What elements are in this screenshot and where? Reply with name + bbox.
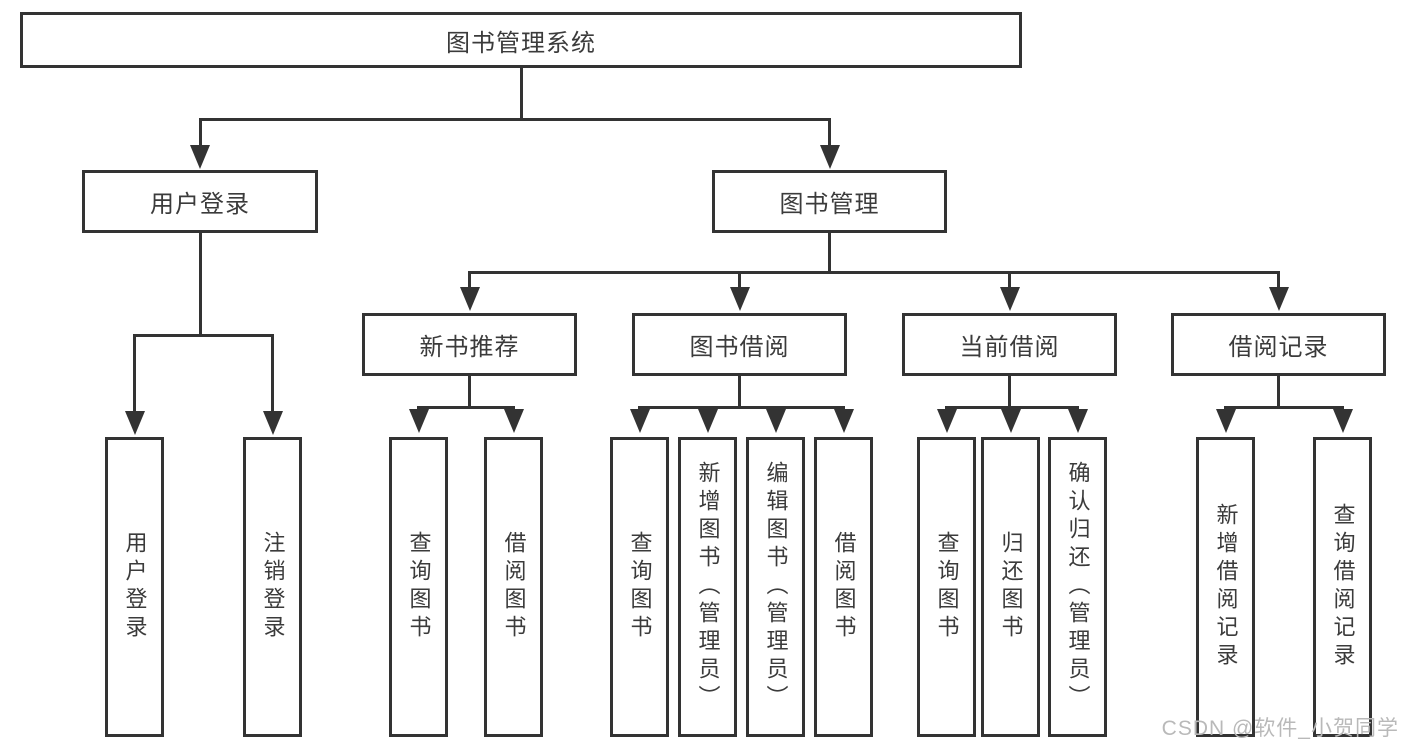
leaf-confirm-return-admin: 确认归还（管理员）	[1048, 437, 1107, 737]
connector-line	[468, 271, 471, 288]
connector-line	[133, 334, 274, 337]
connector-line	[468, 376, 471, 409]
leaf-query-books-recommend: 查询图书	[389, 437, 448, 737]
leaf-logout: 注销登录	[243, 437, 302, 737]
arrowhead-icon	[124, 411, 145, 435]
connector-line	[468, 271, 1280, 274]
leaf-borrow-books-borrowing: 借阅图书	[814, 437, 873, 737]
arrowhead-icon	[503, 409, 524, 433]
leaf-label: 编辑图书（管理员）	[763, 461, 789, 713]
leaf-add-books-admin: 新增图书（管理员）	[678, 437, 737, 737]
csdn-watermark: CSDN @软件_小贺同学	[1161, 717, 1399, 740]
leaf-label: 新增图书（管理员）	[695, 461, 721, 713]
arrowhead-icon	[1067, 409, 1088, 433]
connector-line	[417, 406, 515, 409]
arrowhead-icon	[1215, 409, 1236, 433]
connector-line	[945, 406, 1079, 409]
leaf-label: 归还图书	[998, 531, 1024, 643]
connector-line	[828, 233, 831, 274]
arrowhead-icon	[1000, 409, 1021, 433]
leaf-query-books-current: 查询图书	[917, 437, 976, 737]
arrowhead-icon	[729, 287, 750, 311]
leaf-label: 借阅图书	[831, 531, 857, 643]
arrowhead-icon	[765, 409, 786, 433]
arrowhead-icon	[819, 145, 840, 169]
connector-line	[738, 376, 741, 409]
connector-line	[738, 271, 741, 288]
arrowhead-icon	[459, 287, 480, 311]
arrowhead-icon	[936, 409, 957, 433]
leaf-label: 查询图书	[627, 531, 653, 643]
node-current-borrowing: 当前借阅	[902, 313, 1117, 376]
connector-line	[519, 68, 523, 120]
leaf-user-login: 用户登录	[105, 437, 164, 737]
arrowhead-icon	[629, 409, 650, 433]
leaf-label: 确认归还（管理员）	[1065, 461, 1091, 713]
leaf-label: 注销登录	[260, 531, 286, 643]
connector-line	[1008, 376, 1011, 409]
node-root: 图书管理系统	[20, 12, 1022, 68]
connector-line	[1277, 376, 1280, 409]
connector-line	[1008, 271, 1011, 288]
connector-line	[198, 233, 202, 337]
node-user-login: 用户登录	[82, 170, 318, 233]
connector-line	[828, 118, 831, 146]
leaf-add-borrow-record: 新增借阅记录	[1196, 437, 1255, 737]
leaf-query-borrow-record: 查询借阅记录	[1313, 437, 1372, 737]
leaf-label: 新增借阅记录	[1213, 503, 1239, 671]
node-new-book-recommend: 新书推荐	[362, 313, 577, 376]
arrowhead-icon	[190, 145, 210, 169]
connector-line	[1277, 271, 1280, 288]
leaf-return-books: 归还图书	[981, 437, 1040, 737]
arrowhead-icon	[1332, 409, 1353, 433]
connector-line	[638, 406, 845, 409]
connector-line	[271, 334, 274, 412]
leaf-label: 查询图书	[406, 531, 432, 643]
leaf-edit-books-admin: 编辑图书（管理员）	[746, 437, 805, 737]
connector-line	[133, 334, 136, 412]
leaf-label: 查询图书	[934, 531, 960, 643]
leaf-borrow-books-recommend: 借阅图书	[484, 437, 543, 737]
leaf-label: 用户登录	[122, 531, 148, 643]
arrowhead-icon	[408, 409, 429, 433]
arrowhead-icon	[833, 409, 854, 433]
leaf-label: 查询借阅记录	[1330, 503, 1356, 671]
arrowhead-icon	[697, 409, 718, 433]
node-book-borrowing: 图书借阅	[632, 313, 847, 376]
arrowhead-icon	[1268, 287, 1289, 311]
connector-line	[1224, 406, 1344, 409]
connector-line	[198, 118, 202, 146]
arrowhead-icon	[262, 411, 283, 435]
node-borrowing-records: 借阅记录	[1171, 313, 1386, 376]
leaf-query-books-borrowing: 查询图书	[610, 437, 669, 737]
node-book-management: 图书管理	[712, 170, 947, 233]
connector-line	[198, 118, 831, 121]
arrowhead-icon	[999, 287, 1020, 311]
leaf-label: 借阅图书	[501, 531, 527, 643]
